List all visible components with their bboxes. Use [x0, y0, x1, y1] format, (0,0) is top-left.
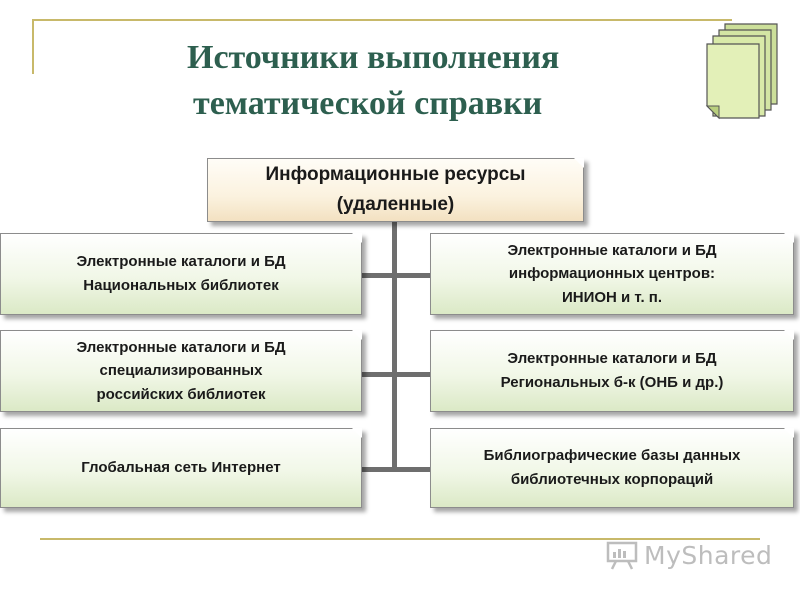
connector-row-3 — [362, 467, 430, 472]
box-corner — [574, 158, 584, 168]
frame-top-line — [32, 19, 732, 21]
left-box-2-line-2: специализированных — [99, 362, 263, 380]
connector-row-1 — [362, 273, 430, 278]
myshared-logo: MyShared — [606, 540, 772, 570]
header-box-line-2: (удаленные) — [336, 194, 455, 215]
connector-trunk — [392, 222, 397, 472]
box-corner — [784, 233, 794, 243]
logo-text: MyShared — [644, 540, 773, 570]
right-box-3-line-2: библиотечных корпораций — [510, 471, 714, 488]
header-box-line-1: Информационные ресурсы — [265, 163, 526, 185]
right-box-2-line-2: Региональных б-к (ОНБ и др.) — [500, 374, 724, 391]
right-box-1-line-3: ИНИОН и т. п. — [561, 288, 663, 306]
slide-title-line-1: Источники выполнения — [187, 39, 560, 76]
left-box-internet: Глобальная сеть Интернет — [0, 428, 362, 508]
frame-bottom-line — [40, 538, 760, 540]
box-corner — [352, 428, 362, 438]
box-corner — [352, 233, 362, 243]
left-box-1-line-2: Национальных библиотек — [83, 277, 279, 294]
left-box-3-line-1: Глобальная сеть Интернет — [81, 459, 281, 476]
header-box-information-resources: Информационные ресурсы (удаленные) — [207, 158, 584, 222]
box-corner — [784, 330, 794, 340]
document-pages-icon — [705, 23, 778, 120]
presentation-board-icon — [606, 541, 638, 570]
box-corner — [352, 330, 362, 340]
right-box-2-line-1: Электронные каталоги и БД — [507, 350, 717, 367]
slide-title-line-2: тематической справки — [193, 85, 543, 122]
left-box-1-line-1: Электронные каталоги и БД — [76, 253, 286, 270]
left-box-2-line-1: Электронные каталоги и БД — [76, 339, 286, 357]
box-corner — [784, 428, 794, 438]
left-box-2-line-3: российских библиотек — [96, 385, 266, 403]
left-box-national-libraries: Электронные каталоги и БД Национальных б… — [0, 233, 362, 315]
right-box-1-line-2: информационных центров: — [508, 265, 716, 283]
right-box-bibliographic-databases: Библиографические базы данных библиотечн… — [430, 428, 794, 508]
frame-left-line — [32, 19, 34, 74]
right-box-information-centers: Электронные каталоги и БД информационных… — [430, 233, 794, 315]
left-box-specialized-libraries: Электронные каталоги и БД специализирова… — [0, 330, 362, 412]
right-box-regional-libraries: Электронные каталоги и БД Региональных б… — [430, 330, 794, 412]
right-box-1-line-1: Электронные каталоги и БД — [507, 242, 717, 260]
connector-row-2 — [362, 372, 430, 377]
right-box-3-line-1: Библиографические базы данных — [483, 447, 741, 464]
